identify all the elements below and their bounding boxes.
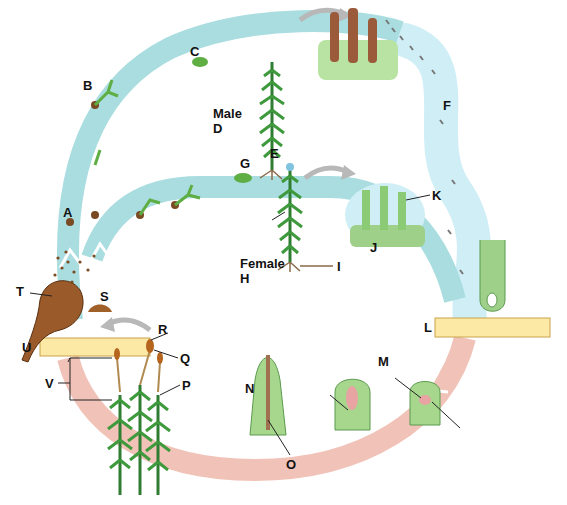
moss-leaves bbox=[260, 70, 284, 157]
callout-letter: O bbox=[286, 457, 296, 472]
callout-letter: Female bbox=[240, 256, 285, 271]
archegonium bbox=[362, 190, 370, 230]
gray-arrow bbox=[100, 317, 115, 332]
antheridium bbox=[368, 18, 377, 63]
leader-line bbox=[268, 420, 290, 455]
callout-letter: D bbox=[213, 121, 222, 136]
antheridium bbox=[330, 12, 339, 62]
arrow-head bbox=[60, 250, 82, 268]
callout-letter: M bbox=[378, 354, 389, 369]
cycle-band-outer bbox=[68, 21, 400, 320]
capsule-large bbox=[22, 281, 83, 362]
gray-arrow bbox=[305, 168, 348, 178]
operculum bbox=[88, 305, 112, 313]
callout-letter: P bbox=[182, 378, 191, 393]
callout-letter: Male bbox=[213, 106, 242, 121]
archegonium bbox=[480, 240, 505, 311]
callout-letter: R bbox=[158, 322, 167, 337]
archegonial-head bbox=[286, 163, 294, 171]
callout-letter: J bbox=[370, 240, 377, 255]
callout-letter: C bbox=[190, 44, 199, 59]
callout-letter: Q bbox=[180, 351, 190, 366]
moss-leaves bbox=[108, 392, 170, 470]
callout-letter: B bbox=[83, 78, 92, 93]
archegonium bbox=[380, 186, 388, 230]
callout-letter: U bbox=[22, 340, 31, 355]
callout-letter: H bbox=[240, 271, 249, 286]
antheridium bbox=[348, 8, 358, 63]
leader-line bbox=[395, 378, 460, 428]
cycle-band-pink bbox=[68, 338, 465, 470]
answer-box bbox=[40, 338, 150, 356]
answer-box bbox=[435, 318, 550, 337]
capsule bbox=[146, 339, 154, 353]
bud bbox=[234, 173, 252, 183]
callout-letter: V bbox=[45, 376, 54, 391]
leader-line bbox=[151, 333, 180, 395]
capsule bbox=[114, 348, 120, 360]
callout-letter: N bbox=[245, 381, 254, 396]
seta bbox=[117, 350, 160, 392]
zygote bbox=[419, 395, 431, 405]
gray-arrow bbox=[341, 165, 356, 180]
archegonium bbox=[398, 192, 406, 230]
zygote-stage bbox=[410, 382, 440, 426]
embryo-stage bbox=[335, 379, 370, 430]
rhizoids bbox=[260, 170, 282, 180]
bracket bbox=[58, 358, 112, 400]
egg bbox=[487, 293, 497, 307]
callout-letter: G bbox=[240, 156, 250, 171]
callout-letter: L bbox=[424, 320, 432, 335]
callout-letter: I bbox=[337, 259, 341, 274]
callout-letter: F bbox=[443, 98, 451, 113]
leader-line bbox=[30, 293, 52, 296]
callout-letter: K bbox=[432, 188, 441, 203]
protonema bbox=[95, 80, 200, 215]
leader-line bbox=[330, 395, 348, 410]
arrow-head bbox=[90, 244, 110, 262]
capsule bbox=[157, 352, 163, 364]
young-sporophyte bbox=[266, 355, 270, 430]
rhizoids bbox=[278, 262, 333, 272]
embryo bbox=[346, 386, 358, 410]
callout-letter: A bbox=[63, 205, 72, 220]
leader-line bbox=[272, 212, 285, 220]
spores bbox=[53, 101, 179, 284]
leader-line bbox=[406, 195, 430, 200]
water-drop bbox=[345, 183, 425, 247]
callout-letter: E bbox=[270, 146, 279, 161]
callout-letter: T bbox=[16, 284, 24, 299]
callout-letter: S bbox=[100, 289, 109, 304]
